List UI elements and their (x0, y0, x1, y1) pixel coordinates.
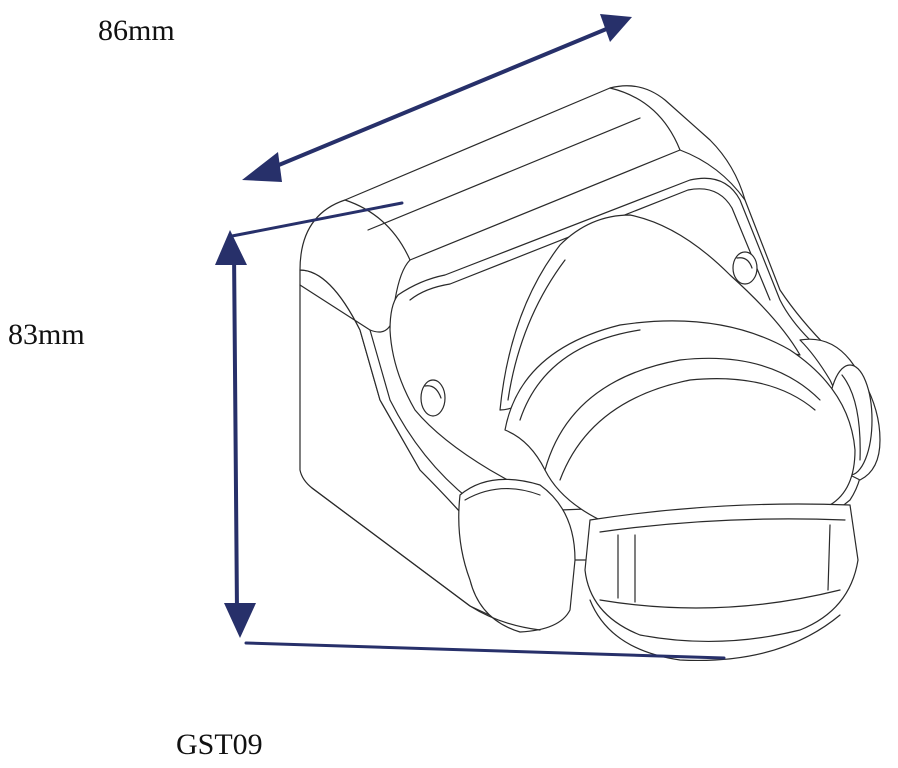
sensor-dome-ring-1 (544, 357, 821, 471)
sensor-lens-band (584, 503, 859, 642)
height-extension-bottom (244, 641, 726, 660)
mounting-hole-right (732, 251, 758, 285)
bracket-left-arm-edge (464, 487, 541, 501)
model-name-label: GST09 (176, 728, 263, 761)
bracket-right-pivot-inner (841, 374, 861, 461)
sensor-cap-edge (507, 259, 566, 401)
height-dimension-label: 83mm (8, 318, 85, 351)
sensor-dome (504, 320, 856, 521)
width-dimension (242, 14, 632, 182)
height-extension-top (230, 201, 404, 238)
width-arrow-head-right (600, 14, 632, 42)
mounting-hole-right-depth (736, 257, 753, 269)
sensor-head (311, 214, 859, 662)
housing-top-edge-5 (367, 117, 641, 231)
height-arrow-head-top (215, 230, 247, 265)
width-dimension-label: 86mm (98, 14, 175, 47)
height-dimension (215, 201, 726, 660)
width-dimension-line (260, 23, 618, 174)
housing-top-edge-1 (344, 199, 411, 261)
bracket-left-arm (458, 478, 576, 633)
sensor-lens-bottom (599, 589, 841, 609)
sensor-dome-ring-2 (559, 378, 816, 481)
front-plate-inner-edge (409, 188, 771, 301)
mounting-hole-left-depth (424, 385, 442, 399)
housing-bottom-edge (311, 487, 541, 631)
housing-top-edge-4 (679, 149, 746, 201)
height-arrow-head-bottom (224, 603, 256, 638)
housing-top-edge-3 (609, 87, 681, 151)
height-dimension-line (232, 248, 239, 614)
housing-top-edge-2 (409, 149, 681, 261)
sensor-lens-divider-3 (827, 524, 831, 591)
sensor-dome-ring-3 (519, 329, 641, 421)
sensor-lens-top (599, 518, 846, 533)
mounting-hole-left (420, 379, 446, 417)
housing-side-crease-2 (369, 329, 471, 501)
width-arrow-head-left (242, 152, 282, 182)
sensor-base-curve (589, 599, 841, 662)
